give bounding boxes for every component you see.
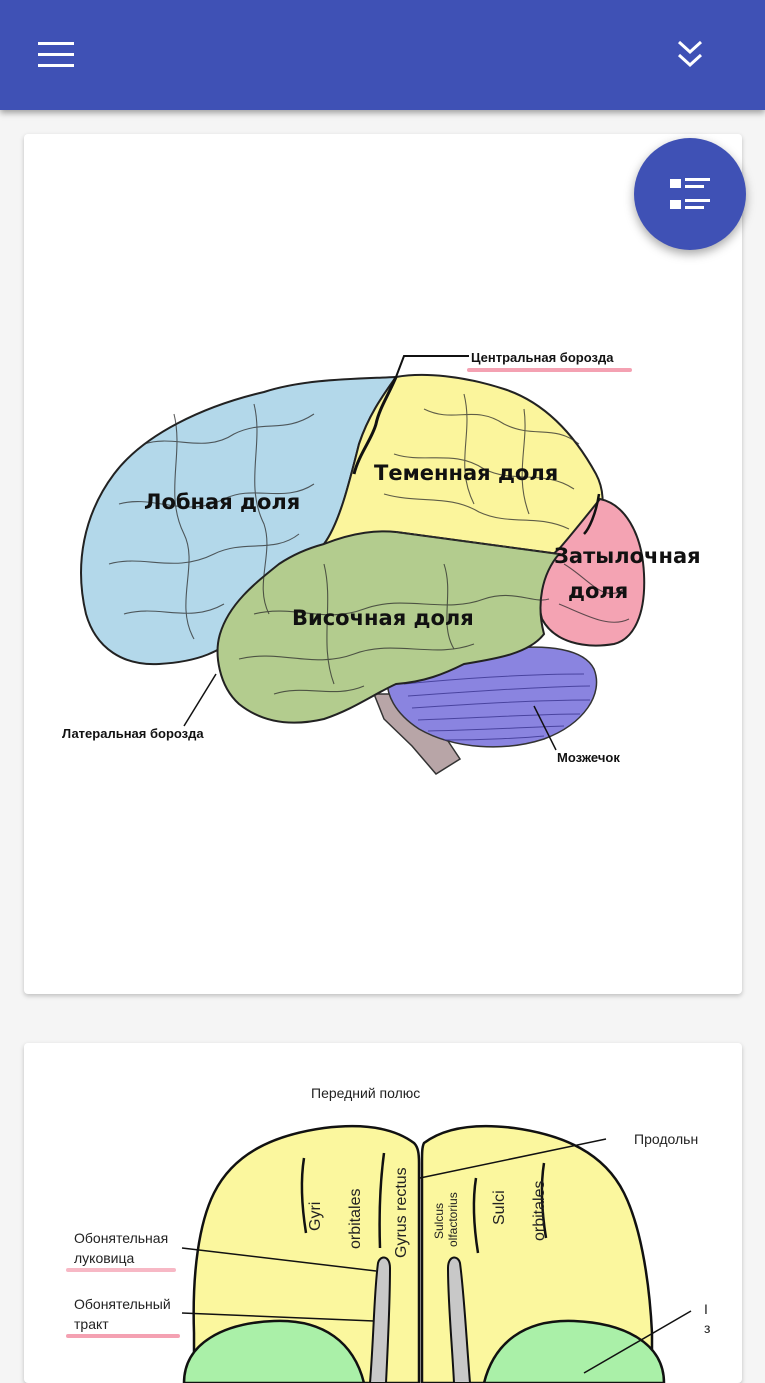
brain-base-diagram: Передний полюс Продольн Gyri orbitales G… <box>58 1075 710 1383</box>
brain-base-card[interactable]: Передний полюс Продольн Gyri orbitales G… <box>24 1043 742 1383</box>
orbitales-right-label: orbitales <box>531 1181 548 1241</box>
expand-all-button[interactable] <box>660 27 720 83</box>
gyrus-rectus-label: Gyrus rectus <box>393 1167 410 1258</box>
brain-lobes-diagram: Центральная борозда Теменная доля Лобная… <box>62 350 701 775</box>
olfactory-bulb-label-line1: Обонятельная <box>74 1230 168 1246</box>
sulci-label: Sulci <box>491 1190 508 1225</box>
menu-button[interactable] <box>24 27 88 83</box>
occipital-lobe-region <box>537 497 646 647</box>
olfactory-tract-label-line2: тракт <box>74 1316 109 1332</box>
list-outline-icon <box>670 178 710 209</box>
edge-label-2: з <box>704 1320 710 1336</box>
brain-lobes-card[interactable]: Центральная борозда Теменная доля Лобная… <box>24 134 742 994</box>
left-hemisphere-region <box>192 1124 421 1383</box>
right-hemisphere-region <box>420 1124 654 1383</box>
temporal-lobe-region <box>216 530 561 724</box>
sulcus-label: Sulcus <box>432 1203 446 1239</box>
central-sulcus-label: Центральная борозда <box>471 350 614 365</box>
frontal-lobe-label: Лобная доля <box>144 490 300 514</box>
parietal-lobe-label: Теменная доля <box>374 461 558 485</box>
longitudinal-fissure-label: Продольн <box>634 1131 698 1147</box>
olfactory-tract-label-line1: Обонятельный <box>74 1296 171 1312</box>
olfactory-bulb-label-line2: луковица <box>74 1250 135 1266</box>
app-bar <box>0 0 765 110</box>
occipital-lobe-label-line1: Затылочная <box>554 544 701 568</box>
edge-label-1: I <box>704 1301 708 1317</box>
double-chevron-down-icon <box>677 40 703 68</box>
left-olfactory-tract <box>368 1256 392 1383</box>
gyri-label: Gyri <box>307 1202 324 1231</box>
table-of-contents-button[interactable] <box>634 138 746 250</box>
temporal-lobe-label: Височная доля <box>292 606 474 630</box>
olfactorius-label: olfactorius <box>446 1192 460 1247</box>
hamburger-menu-icon <box>38 42 74 67</box>
occipital-lobe-label-line2: доля <box>568 579 628 603</box>
lateral-sulcus-label: Латеральная борозда <box>62 726 204 741</box>
anterior-pole-label: Передний полюс <box>311 1085 420 1101</box>
orbitales-left-label: orbitales <box>347 1189 364 1249</box>
cerebellum-label: Мозжечок <box>557 750 620 765</box>
right-olfactory-tract <box>446 1256 472 1383</box>
